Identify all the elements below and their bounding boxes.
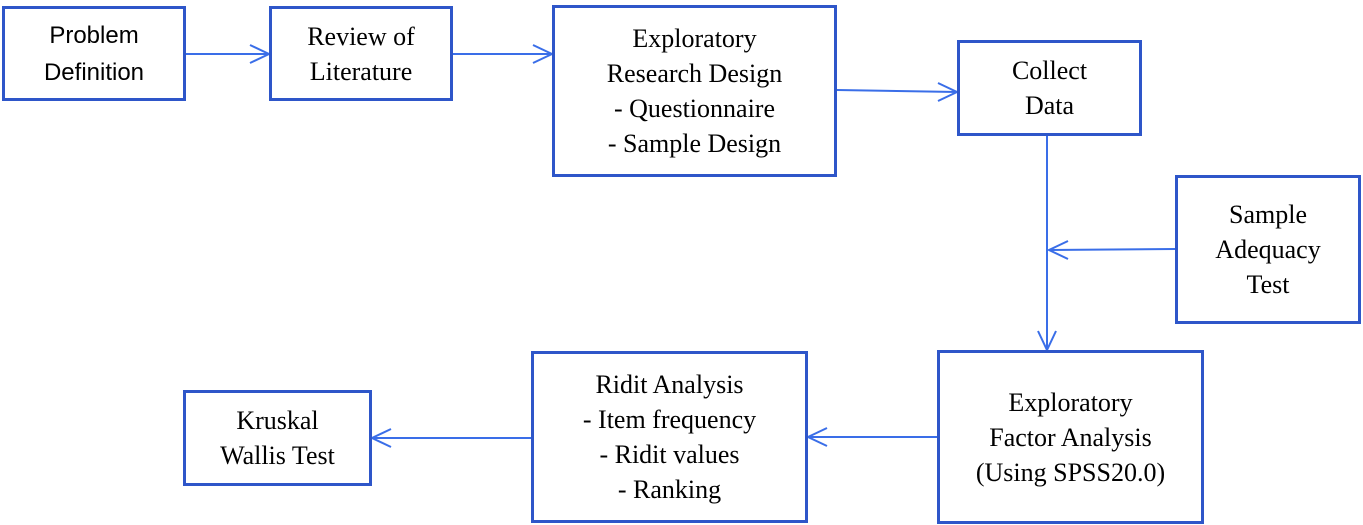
node-label-line: Ridit Analysis bbox=[595, 370, 744, 399]
node-label-line: - Questionnaire bbox=[613, 94, 775, 123]
node-label-line: Exploratory bbox=[632, 24, 757, 53]
node-label-line: - Item frequency bbox=[582, 405, 757, 434]
node-label-line: (Using SPSS20.0) bbox=[975, 457, 1166, 487]
node-exploratory-research-design: Exploratory Research Design - Questionna… bbox=[552, 5, 837, 177]
node-review-of-literature: Review of Literature bbox=[269, 6, 453, 101]
node-label-line: Adequacy bbox=[1215, 235, 1321, 264]
node-label-line: Exploratory bbox=[1008, 387, 1133, 417]
node-label-line: Problem bbox=[49, 21, 139, 49]
node-label-line: Research Design bbox=[606, 59, 783, 88]
node-label-line: - Ridit values bbox=[599, 440, 740, 469]
node-label-line: Data bbox=[1024, 91, 1075, 120]
node-problem-definition: Problem Definition bbox=[2, 6, 186, 101]
node-label-line: Review of bbox=[307, 21, 415, 51]
node-label-line: Wallis Test bbox=[220, 441, 335, 470]
arrow-ridit-to-kruskal bbox=[369, 428, 531, 448]
node-sample-adequacy-test: Sample Adequacy Test bbox=[1175, 175, 1361, 324]
node-label-line: - Ranking bbox=[617, 475, 722, 504]
node-label-line: Kruskal bbox=[236, 406, 319, 435]
arrow-factor-analysis-to-ridit bbox=[805, 427, 937, 447]
node-label-line: Collect bbox=[1011, 56, 1088, 85]
node-label-line: Factor Analysis bbox=[989, 422, 1152, 452]
arrow-review-to-research-design bbox=[453, 44, 555, 64]
arrow-sample-adequacy-to-flow bbox=[1046, 240, 1176, 260]
arrow-research-design-to-collect-data bbox=[836, 82, 960, 102]
node-collect-data: Collect Data bbox=[957, 40, 1142, 136]
node-label-line: Sample bbox=[1229, 200, 1307, 229]
node-ridit-analysis: Ridit Analysis - Item frequency - Ridit … bbox=[531, 351, 808, 523]
node-exploratory-factor-analysis: Exploratory Factor Analysis (Using SPSS2… bbox=[937, 350, 1204, 524]
node-label-line: Literature bbox=[309, 56, 413, 86]
arrow-collect-data-to-factor-analysis bbox=[1037, 136, 1057, 353]
arrow-problem-to-review bbox=[186, 44, 272, 64]
node-kruskal-wallis-test: Kruskal Wallis Test bbox=[183, 390, 372, 486]
node-label-line: Test bbox=[1246, 270, 1290, 299]
node-label-line: - Sample Design bbox=[607, 129, 782, 158]
node-label-line: Definition bbox=[43, 58, 145, 86]
